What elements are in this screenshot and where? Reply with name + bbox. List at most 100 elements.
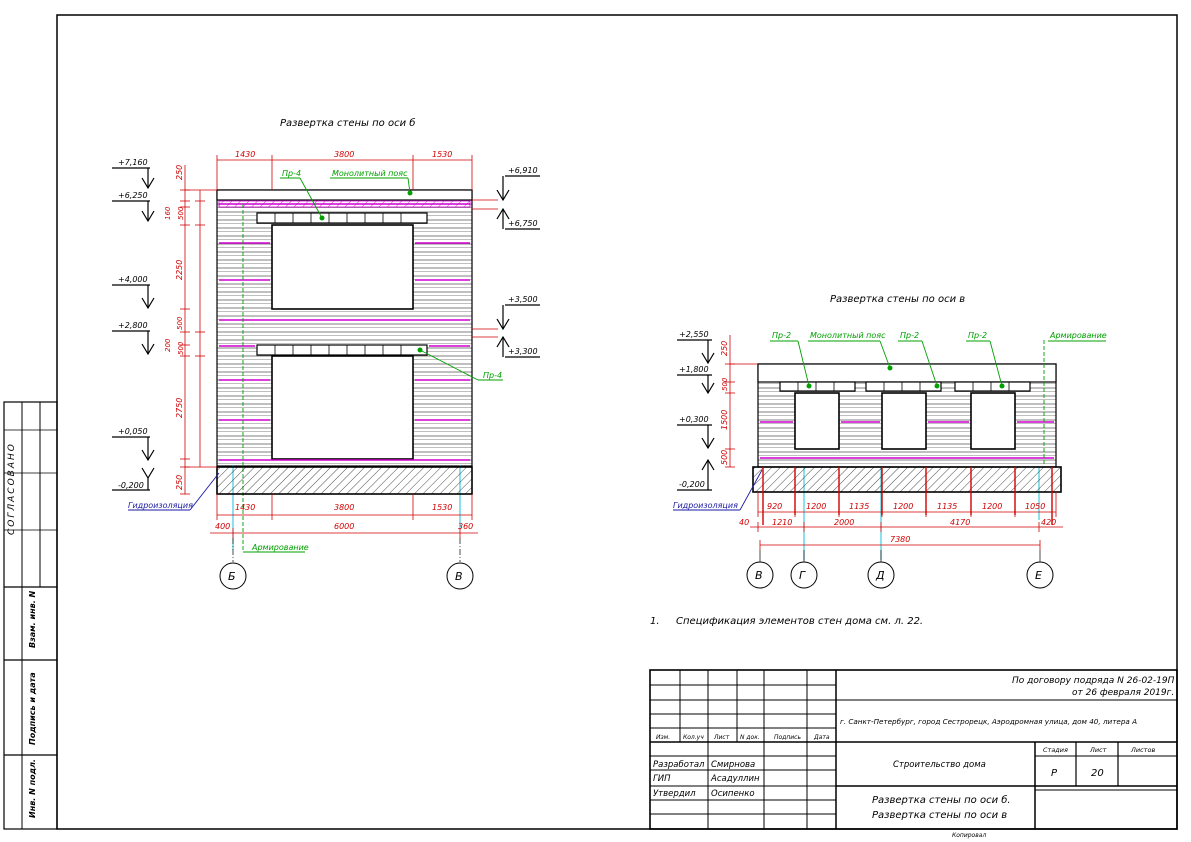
wall-v-opening-1 [794,392,840,450]
wall-b-parapet [216,189,473,201]
wall-b-level-2800: +2,800 [118,321,148,330]
wall-b-label-waterproofing: Гидроизоляция [128,501,193,510]
axis-b-label: Б [228,570,236,583]
wall-v-dim-total: 7380 [890,535,910,544]
tb-sheet-value: 20 [1091,768,1104,779]
axis-g-label: Г [799,569,806,582]
tb-role-gip: ГИП [653,774,671,784]
wall-b-vdim-2750: 2750 [175,398,184,418]
tb-name-developer: Смирнова [711,760,755,770]
wall-v-level-markers [677,339,715,491]
wall-b-top-dim-1: 1430 [235,150,255,159]
axis-d-label: Д [875,569,885,582]
axis-v2-label: В [755,569,763,582]
tb-drawing-title-2: Развертка стены по оси в [872,810,1007,821]
wall-b-opening-lower [271,355,414,460]
note-number: 1. [650,616,660,627]
wall-b-label-pr4-top: Пр-4 [282,169,301,178]
tb-name-gip: Асадуллин [710,774,760,784]
axis-b-bubble [219,562,247,590]
wall-b-lintel-top [256,212,428,224]
tb-col-list: Лист [713,734,730,741]
wall-v-dim-1135b: 1135 [937,502,957,511]
wall-b-top-dim-3: 1530 [432,150,452,159]
wall-b-vdim-250-bottom: 250 [175,475,184,490]
wall-v-level-2550: +2,550 [679,330,709,339]
wall-b-bottom-dim-2: 3800 [334,503,354,512]
wall-b-vdim-500: 500 [177,206,185,220]
wall-b-top-dim-2: 3800 [334,150,354,159]
tb-name-approved: Осипенко [711,789,755,799]
wall-v-dim-1200a: 1200 [806,502,826,511]
wall-b-level-6910: +6,910 [508,166,538,175]
wall-b-level-m0200: -0,200 [118,481,144,490]
stamp-inv-orig: Инв. N подл. [28,759,37,818]
wall-v-dim-420: 420 [1041,518,1056,527]
title-block: Изм. Кол.уч Лист N док. Подпись Дата Раз… [649,669,1178,839]
wall-b-level-7160: +7,160 [118,158,148,167]
tb-role-developer: Разработал [653,760,705,770]
wall-v-dim-1135a: 1135 [849,502,869,511]
stamp-approved: СОГЛАСОВАНО [7,442,17,535]
wall-v-vdim-250: 250 [720,341,729,356]
wall-b-label-monolith: Монолитный пояс [332,169,408,178]
wall-v-vdim-500b: 500 [720,450,729,465]
axis-v-bubble [446,562,474,590]
wall-v-dim-1200c: 1200 [982,502,1002,511]
wall-b-elevation: Развертка стены по оси б [112,117,540,590]
wall-b-level-markers-right [472,175,540,358]
wall-b-level-6750: +6,750 [508,219,538,228]
wall-v-dim-4170: 4170 [950,518,970,527]
tb-copied: Копировал [952,832,986,839]
tb-stage-value: Р [1051,768,1058,779]
wall-v-lintel-3 [954,381,1031,392]
axis-g-bubble [790,561,818,589]
wall-v-dim-1050: 1050 [1025,502,1045,511]
wall-v-level-m0200: -0,200 [679,480,705,489]
wall-v-dim-40: 40 [739,518,749,527]
wall-v-dim-920: 920 [767,502,782,511]
wall-v-lintel-1 [779,381,856,392]
stamp-sign-date: Подпись и дата [28,672,37,745]
wall-b-level-4000: +4,000 [118,275,148,284]
wall-v-label-reinforcement: Армирование [1049,331,1107,340]
wall-v-vdim-500: 500 [721,377,729,391]
wall-b-title: Развертка стены по оси б [280,117,415,129]
tb-col-ndok: N док. [740,734,760,741]
tb-col-date: Дата [813,734,830,741]
wall-v-foundation [752,466,1062,493]
wall-b-bottom-dim-3: 1530 [432,503,452,512]
wall-b-vdim-500b: 500 [176,316,184,330]
wall-v-dim-1210: 1210 [772,518,792,527]
wall-b-total-dim-6000: 6000 [334,522,354,531]
wall-b-level-markers [112,167,155,491]
wall-v-level-0300: +0,300 [679,415,709,424]
wall-v-opening-3 [970,392,1016,450]
wall-v-lintel-2 [865,381,942,392]
wall-v-parapet [757,363,1057,383]
wall-b-reinforcement-lines [219,203,470,461]
wall-v-title: Развертка стены по оси в [830,294,965,305]
wall-v-label-pr2-a: Пр-2 [772,331,791,340]
tb-project: Строительство дома [893,760,986,770]
wall-b-bottom-dim-1: 1430 [235,503,255,512]
axis-e-bubble [1026,561,1054,589]
wall-b-label-pr4-side: Пр-4 [483,371,502,380]
wall-v-level-1800: +1,800 [679,365,709,374]
wall-v-vdim-1500: 1500 [720,410,729,430]
wall-b-opening-upper [271,224,414,310]
wall-v-elevation: Развертка стены по оси в [673,294,1107,589]
wall-v-dim-2000: 2000 [834,518,854,527]
axis-v-label: В [455,570,463,583]
tb-sheet-header: Лист [1089,746,1107,754]
axis-d-bubble [867,561,895,589]
wall-b-level-3300: +3,300 [508,347,538,356]
wall-b-vdim-200: 200 [164,338,172,352]
tb-contract-1: По договору подряда N 26-02-19П [1012,676,1175,686]
wall-v-red-verticals [762,467,1053,525]
wall-v-label-pr2-c: Пр-2 [968,331,987,340]
wall-v-dim-1200b: 1200 [893,502,913,511]
tb-stage-header: Стадия [1043,746,1068,754]
tb-contract-2: от 26 февраля 2019г. [1072,688,1174,698]
